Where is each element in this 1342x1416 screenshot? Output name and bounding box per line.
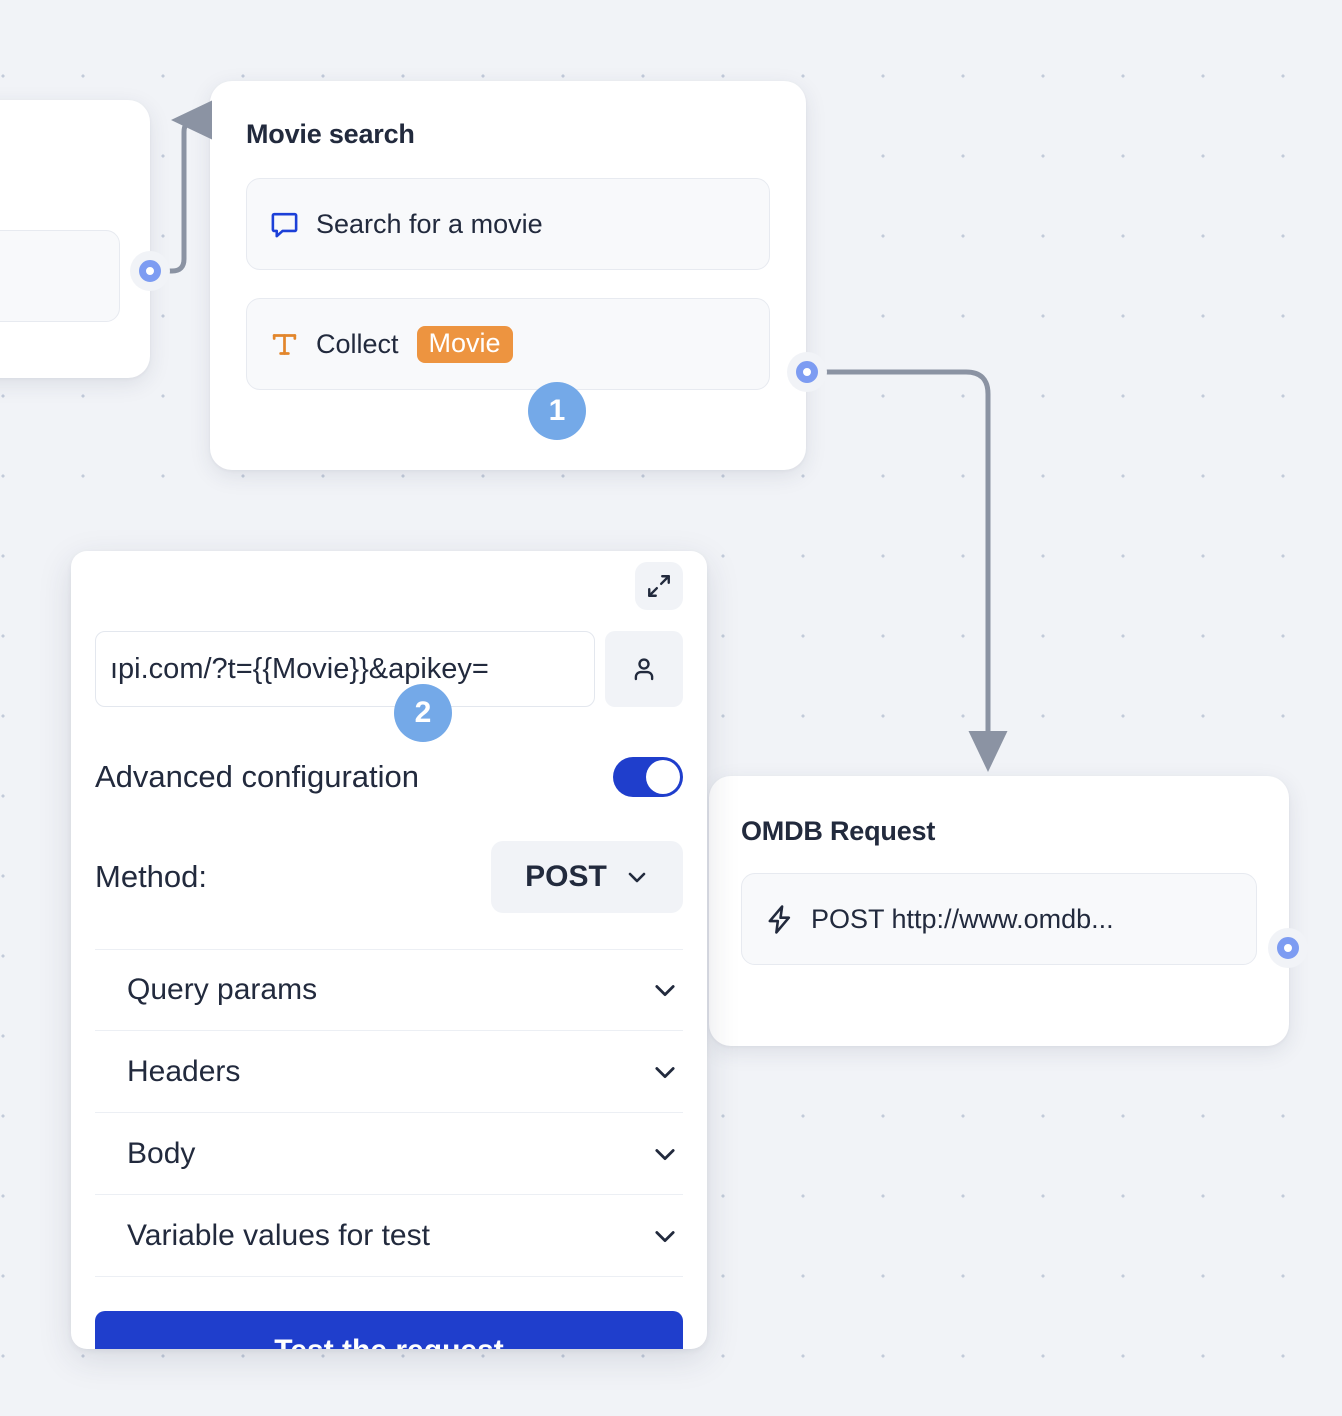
trigger-node-output-handle[interactable] [130,251,170,291]
movie-search-row-search-label: Search for a movie [316,208,543,239]
method-row: Method: POST [95,841,683,913]
movie-search-row-collect[interactable]: Collect Movie [246,298,770,390]
url-row: ıpi.com/?t={{Movie}}&apikey= [95,631,683,707]
section-query-params-label: Query params [127,973,318,1006]
omdb-request-row-label: POST http://www.omdb... [811,903,1114,934]
advanced-configuration-row: Advanced configuration [95,757,683,797]
trigger-node[interactable] [0,100,150,378]
method-select[interactable]: POST [491,841,683,913]
movie-search-row-search[interactable]: Search for a movie [246,178,770,270]
lightning-bolt-icon [764,904,795,935]
person-icon [634,658,654,681]
edge-movie-search-to-omdb [824,369,1008,773]
text-format-icon [269,329,300,360]
section-query-params[interactable]: Query params [95,949,683,1031]
omdb-request-output-handle[interactable] [1268,928,1308,968]
request-config-panel[interactable]: ıpi.com/?t={{Movie}}&apikey= Advanced co… [71,551,707,1349]
test-request-button[interactable]: Test the request [95,1311,683,1349]
chevron-down-icon [655,1230,675,1242]
advanced-configuration-toggle[interactable] [613,757,683,797]
toggle-knob [646,760,680,794]
edge-trigger-to-movie-search [157,100,212,274]
section-variable-values-label: Variable values for test [127,1218,430,1252]
section-headers-label: Headers [127,1054,241,1088]
movie-search-node[interactable]: Movie search Search for a movie Collect [210,81,806,470]
section-body-label: Body [127,1136,196,1170]
section-headers[interactable]: Headers [95,1031,683,1113]
step-badge-1: 1 [528,382,586,440]
trigger-node-row[interactable] [0,230,120,322]
method-label: Method: [95,859,208,894]
method-value: POST [525,860,607,893]
movie-search-output-handle[interactable] [787,352,827,392]
step-badge-2: 2 [394,684,452,742]
config-sections: Query params Headers Body Variable value… [95,949,683,1277]
omdb-request-node[interactable]: OMDB Request POST http://www.omdb... [709,776,1289,1046]
movie-search-row-collect-label: Collect [316,328,399,359]
expand-diagonal-icon [648,575,670,597]
chevron-down-icon [655,1066,675,1078]
speech-bubble-icon [269,209,300,240]
variable-chip-movie[interactable]: Movie [416,325,513,363]
expand-panel-button[interactable] [635,562,683,610]
request-url-input[interactable]: ıpi.com/?t={{Movie}}&apikey= [95,631,595,707]
section-body[interactable]: Body [95,1113,683,1195]
chevron-down-icon [655,985,675,997]
chevron-down-icon [628,872,646,883]
omdb-request-title: OMDB Request [741,816,936,846]
advanced-configuration-label: Advanced configuration [95,759,420,794]
omdb-request-row[interactable]: POST http://www.omdb... [741,873,1257,965]
section-variable-values[interactable]: Variable values for test [95,1195,683,1277]
chevron-down-icon [655,1148,675,1160]
movie-search-title: Movie search [246,119,415,149]
authorization-button[interactable] [605,631,683,707]
